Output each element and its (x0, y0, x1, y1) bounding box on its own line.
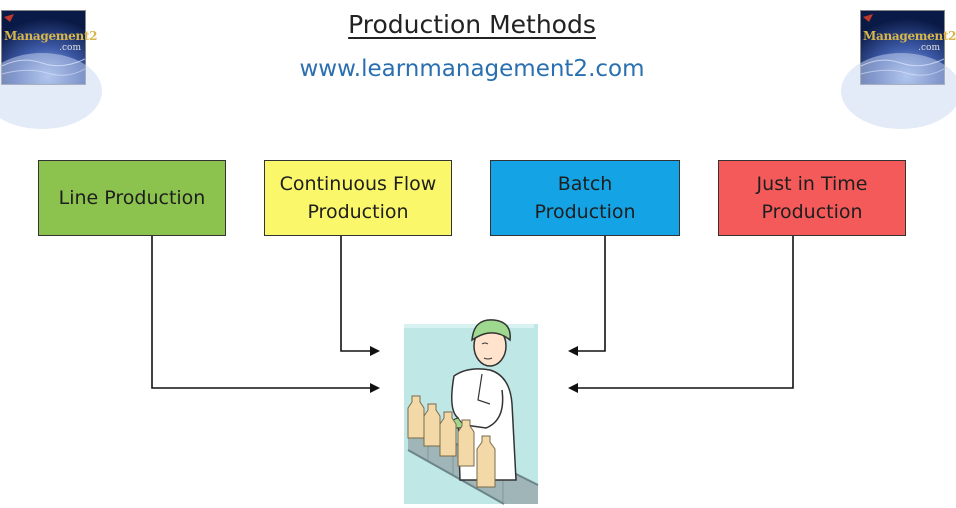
method-box-continuous-flow: Continuous Flow Production (264, 160, 452, 236)
factory-worker-bottling-line-icon (404, 319, 539, 505)
method-box-just-in-time: Just in Time Production (718, 160, 906, 236)
connector-line-production (151, 236, 380, 393)
logo-left: Management2 .com (0, 10, 102, 129)
connector-just-in-time (568, 236, 794, 393)
logo-left-suffix: .com (59, 43, 81, 53)
logo-right: Management2 .com (841, 10, 956, 129)
method-label-continuous-flow: Continuous Flow Production (279, 173, 437, 223)
logo-right-globe (841, 11, 956, 129)
website-url[interactable]: www.learnmanagement2.com (299, 56, 645, 82)
method-label-just-in-time: Just in Time Production (756, 173, 868, 223)
logo-right-text: Management2 (863, 29, 956, 43)
connector-continuous-flow (340, 236, 380, 356)
method-label-line-production: Line Production (58, 187, 206, 209)
logo-left-text: Management2 (4, 29, 98, 43)
logo-right-suffix: .com (918, 43, 940, 53)
connector-batch-production (568, 236, 606, 356)
logo-left-globe (0, 11, 102, 129)
method-label-batch-production: Batch Production (534, 173, 636, 223)
page-title: Production Methods (348, 10, 596, 39)
method-box-line-production: Line Production (38, 160, 226, 236)
method-box-batch-production: Batch Production (490, 160, 680, 236)
